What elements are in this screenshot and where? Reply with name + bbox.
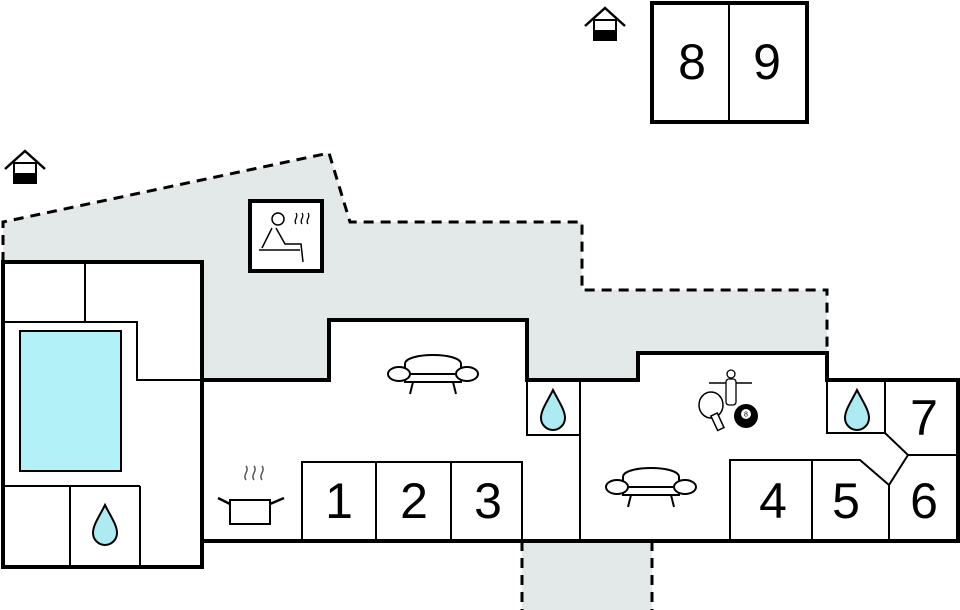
water-drop-icon (540, 389, 566, 431)
room-3-label: 3 (474, 473, 502, 529)
room-5-label: 5 (832, 473, 860, 529)
room-9-label: 9 (753, 34, 781, 90)
room-2-label: 2 (400, 473, 428, 529)
room-7-label: 7 (910, 390, 938, 446)
water-drop-icon (844, 389, 870, 431)
house-icon (583, 6, 627, 42)
billiard-ball-icon: 8 (734, 404, 758, 428)
interior-walls (5, 262, 958, 567)
sauna-icon (248, 199, 324, 273)
table-football-icon (709, 369, 752, 406)
room-1-label: 1 (325, 473, 353, 529)
outbuilding (650, 1, 809, 124)
outer-walls (1, 260, 960, 569)
sofa-icon (605, 467, 697, 508)
room-4-label: 4 (759, 473, 787, 529)
room-6-label: 6 (910, 473, 938, 529)
room-8-label: 8 (678, 34, 706, 90)
sofa-icon (387, 354, 479, 395)
svg-text:8: 8 (744, 412, 748, 419)
terrace (1, 151, 829, 380)
cooking-pot-icon (217, 465, 285, 525)
terrace-south (520, 541, 654, 610)
table-tennis-icon (698, 391, 726, 432)
house-icon (3, 149, 47, 185)
pool (19, 330, 122, 472)
water-drop-icon (92, 504, 118, 546)
